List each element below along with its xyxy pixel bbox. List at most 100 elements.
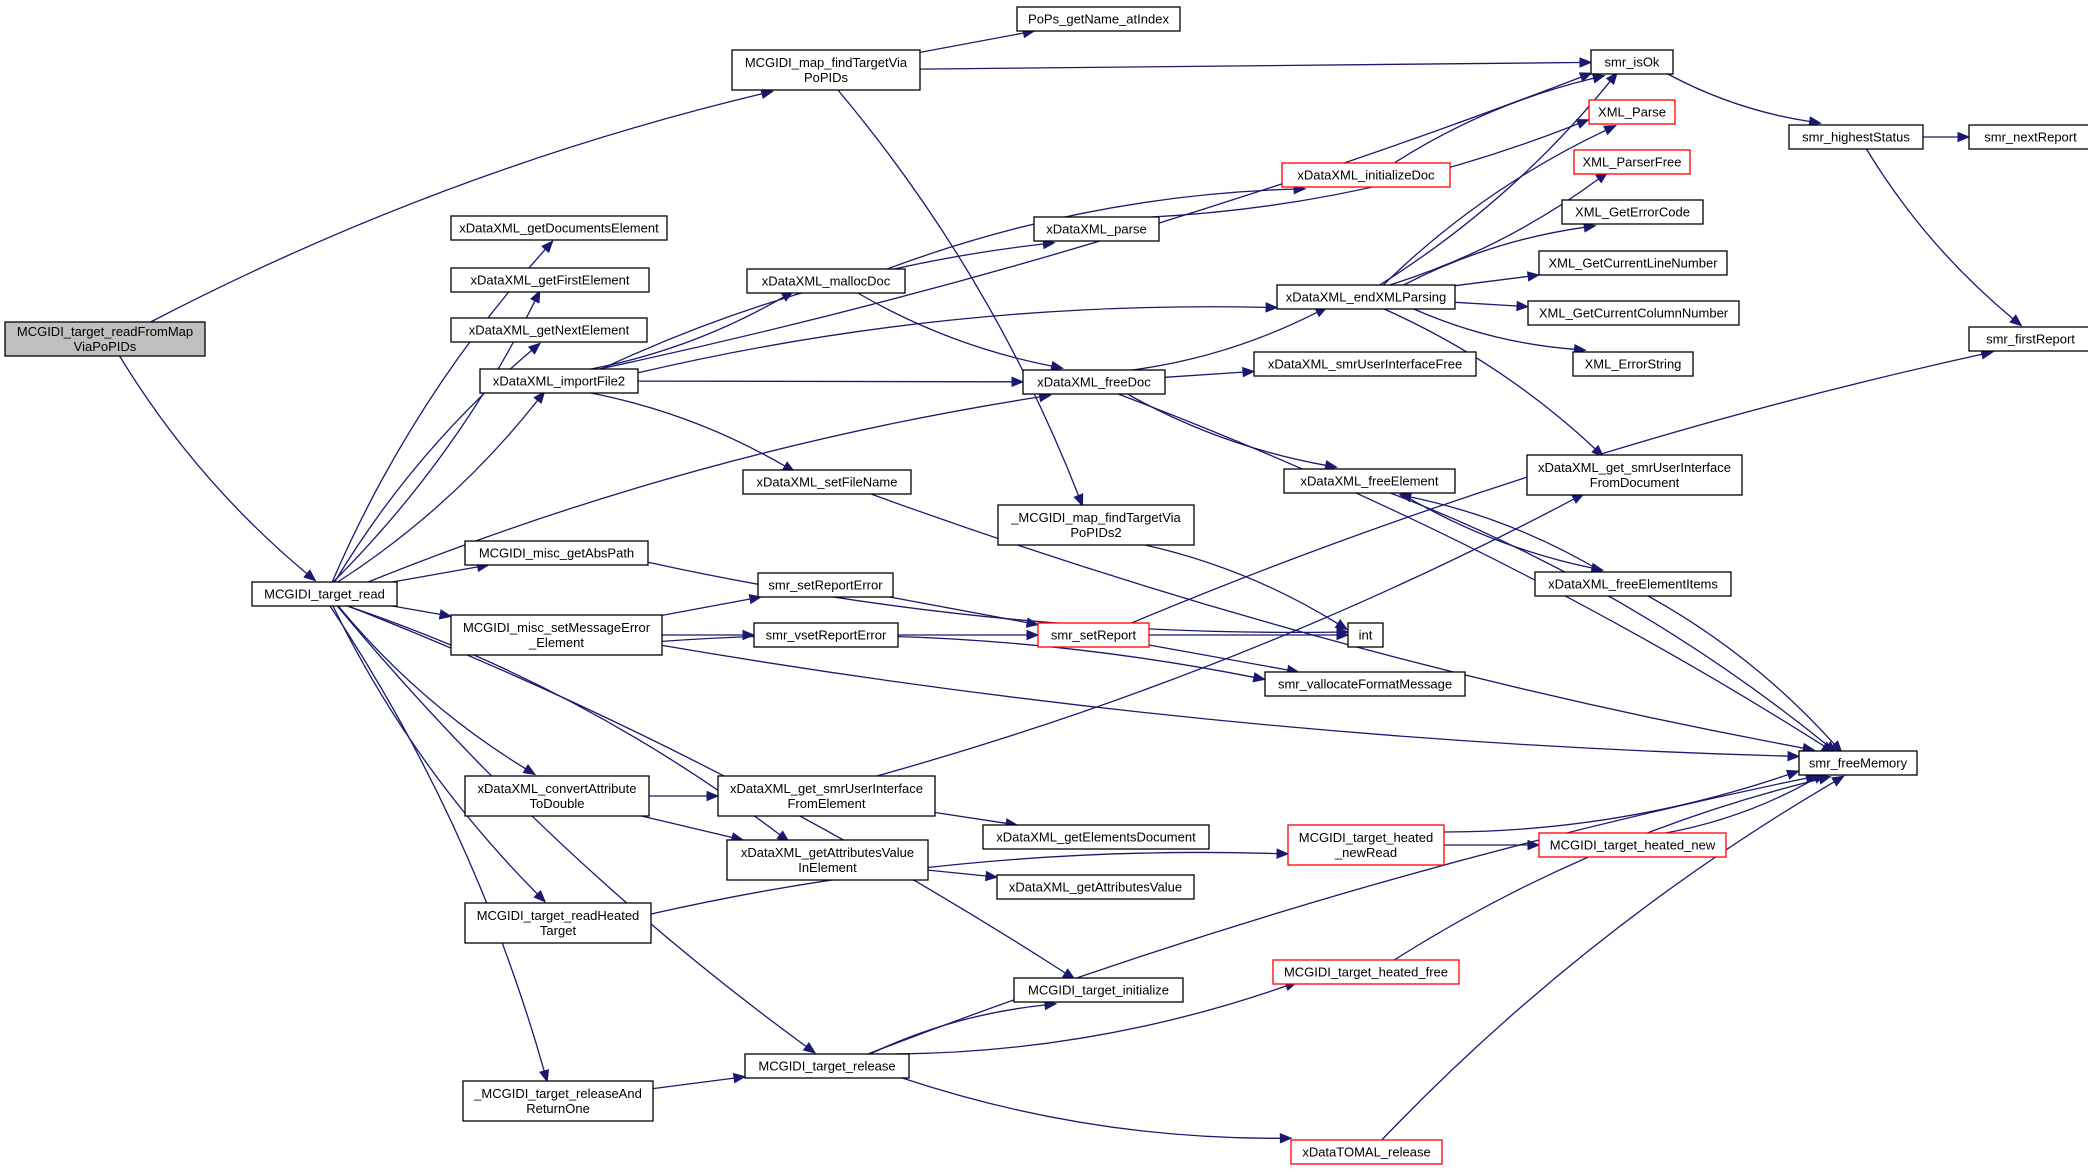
- node-box: [1572, 351, 1694, 377]
- node-label: ViaPoPIDs: [74, 339, 137, 354]
- node-label: xDataXML_freeDoc: [1037, 375, 1151, 390]
- node-xd_initdoc[interactable]: xDataXML_initializeDoc: [1281, 162, 1451, 188]
- edge-line: [1410, 496, 1603, 573]
- edge-xd_endxmlparsing-to-xml_getcurcol: [1454, 300, 1530, 312]
- node-xd_freeelement[interactable]: xDataXML_freeElement: [1283, 468, 1456, 494]
- node-xd_getsmruifromdoc[interactable]: xDataXML_get_smrUserInterfaceFromDocumen…: [1526, 454, 1743, 496]
- node-label: MCGIDI_target_initialize: [1028, 983, 1169, 998]
- node-box: [1272, 959, 1460, 985]
- node-misc_getabspath[interactable]: MCGIDI_misc_getAbsPath: [464, 540, 649, 566]
- node-int[interactable]: int: [1347, 622, 1384, 648]
- node-box: [462, 1080, 654, 1122]
- node-smr_nextreport[interactable]: smr_nextReport: [1968, 124, 2088, 150]
- node-box: [1283, 468, 1456, 494]
- node-smr_firstreport[interactable]: smr_firstReport: [1968, 326, 2088, 352]
- node-xml_parse[interactable]: XML_Parse: [1588, 99, 1676, 125]
- node-xd_getelemsdoc[interactable]: xDataXML_getElementsDocument: [982, 824, 1210, 850]
- node-label: ToDouble: [530, 796, 585, 811]
- node-layer: MCGIDI_target_readFromMapViaPoPIDsMCGIDI…: [4, 6, 2088, 1165]
- node-label: XML_Parse: [1598, 105, 1666, 120]
- edge-arrowhead: [742, 629, 756, 641]
- edge-line: [331, 248, 546, 583]
- node-xml_geterrorcode[interactable]: XML_GetErrorCode: [1561, 199, 1704, 225]
- node-smr_setreport[interactable]: smr_setReport: [1037, 622, 1150, 648]
- edge-smr_highest-to-smr_firstreport: [1865, 148, 2023, 327]
- node-label: MCGIDI_target_heated_new: [1550, 838, 1716, 853]
- edge-arrowhead: [530, 289, 541, 304]
- node-target_init[interactable]: MCGIDI_target_initialize: [1013, 977, 1184, 1003]
- node-label: PoPIDs: [804, 70, 849, 85]
- edge-line: [1390, 492, 1829, 747]
- node-box: [731, 49, 921, 91]
- node-box: [1037, 622, 1150, 648]
- node-box: [1590, 49, 1674, 75]
- node-heated_free[interactable]: MCGIDI_target_heated_free: [1272, 959, 1460, 985]
- node-xd_freedoc[interactable]: xDataXML_freeDoc: [1022, 369, 1166, 395]
- node-box: [4, 321, 206, 357]
- node-xd_getdocselem[interactable]: xDataXML_getDocumentsElement: [450, 215, 668, 241]
- node-label: _MCGIDI_map_findTargetVia: [1010, 510, 1181, 525]
- node-smr_vsetreporterror[interactable]: smr_vsetReportError: [753, 622, 899, 648]
- node-label: MCGIDI_map_findTargetVia: [745, 55, 908, 70]
- node-label: FromElement: [787, 796, 865, 811]
- node-xd_freeelemitems[interactable]: xDataXML_freeElementItems: [1534, 571, 1732, 597]
- node-xml_getcurcol[interactable]: XML_GetCurrentColumnNumber: [1527, 300, 1740, 326]
- node-box: [753, 622, 899, 648]
- node-xd_importfile2[interactable]: xDataXML_importFile2: [479, 368, 639, 394]
- edge-line: [1454, 301, 1518, 307]
- node-label: int: [1359, 628, 1373, 643]
- edge-line: [1382, 129, 1606, 286]
- node-xd_getattrval[interactable]: xDataXML_getAttributesValue: [996, 874, 1195, 900]
- edge-line: [661, 634, 1255, 678]
- node-xd_endxmlparsing[interactable]: xDataXML_endXMLParsing: [1276, 284, 1456, 310]
- node-pops_getname[interactable]: PoPs_getName_atIndex: [1016, 6, 1181, 32]
- edge-line: [837, 89, 1080, 496]
- node-box: [464, 902, 652, 944]
- node-xml_errorstring[interactable]: XML_ErrorString: [1572, 351, 1694, 377]
- edge-arrowhead: [303, 569, 317, 582]
- node-target_read[interactable]: MCGIDI_target_read: [251, 581, 398, 607]
- node-smr_isok[interactable]: smr_isOk: [1590, 49, 1674, 75]
- node-heated_newread[interactable]: MCGIDI_target_heated_newRead: [1287, 824, 1445, 866]
- edge-line: [661, 598, 751, 617]
- edge-line: [902, 1077, 1281, 1139]
- edge-arrowhead: [1785, 769, 1800, 780]
- edge-line: [876, 498, 1575, 777]
- node-xd_getnextelem[interactable]: xDataXML_getNextElement: [450, 317, 648, 343]
- edge-smr_highest-to-smr_nextreport: [1922, 131, 1971, 143]
- node-box: [726, 839, 929, 881]
- edge-arrowhead: [1817, 774, 1832, 785]
- node-heated_new[interactable]: MCGIDI_target_heated_new: [1538, 832, 1727, 858]
- node-label: _Element: [528, 635, 584, 650]
- node-smr_vallocfmt[interactable]: smr_vallocateFormatMessage: [1264, 671, 1466, 697]
- node-smr_setreporterror[interactable]: smr_setReportError: [757, 572, 894, 598]
- node-xtomal_release[interactable]: xDataTOMAL_release: [1290, 1139, 1443, 1165]
- node-xml_getcurline[interactable]: XML_GetCurrentLineNumber: [1538, 250, 1728, 276]
- node-xd_setfilename[interactable]: xDataXML_setFileName: [742, 469, 912, 495]
- node-label: xDataXML_getAttributesValue: [741, 845, 914, 860]
- node-xd_smruifree[interactable]: xDataXML_smrUserInterfaceFree: [1253, 351, 1477, 377]
- node-smr_highest[interactable]: smr_highestStatus: [1788, 124, 1924, 150]
- edge-xd_freeelement-to-xd_freeelemitems: [1399, 492, 1605, 574]
- edge-line: [650, 851, 1278, 915]
- node-label: xDataXML_mallocDoc: [762, 274, 891, 289]
- edge-arrowhead: [1579, 57, 1593, 68]
- node-xd_parse[interactable]: xDataXML_parse: [1033, 216, 1160, 242]
- node-smr_freememory[interactable]: smr_freeMemory: [1798, 750, 1918, 776]
- edge-line: [601, 243, 1044, 370]
- node-target_release[interactable]: MCGIDI_target_release: [744, 1053, 910, 1079]
- node-misc_setmsgerr[interactable]: MCGIDI_misc_setMessageError_Element: [450, 614, 663, 656]
- node-xml_parserfree[interactable]: XML_ParserFree: [1573, 149, 1691, 175]
- node-xd_mallocdoc[interactable]: xDataXML_mallocDoc: [746, 268, 906, 294]
- edge-smr_setreport-to-int: [1149, 629, 1350, 641]
- node-label: xDataXML_getAttributesValue: [1009, 880, 1182, 895]
- node-xd_getfirstelem[interactable]: xDataXML_getFirstElement: [450, 267, 650, 293]
